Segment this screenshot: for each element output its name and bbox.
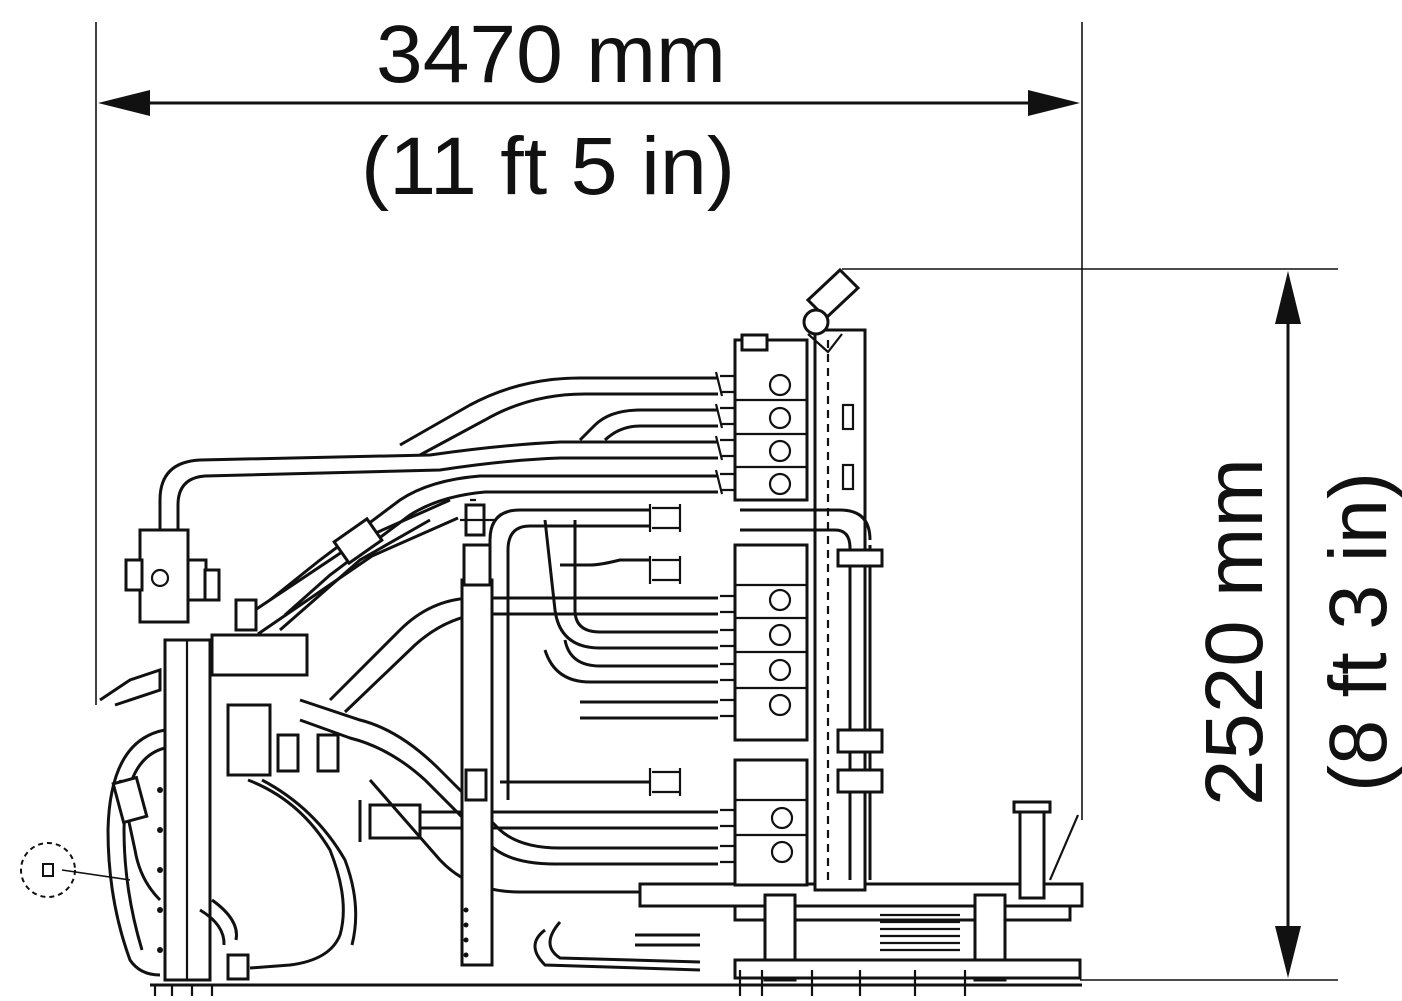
- valve-bank-middle: [733, 543, 809, 742]
- width-metric-label: 3470 mm: [376, 9, 726, 100]
- top-swivel: [802, 267, 861, 354]
- valve-bank-lower: [733, 758, 809, 887]
- drill-rig-side-view: [20, 267, 1084, 996]
- right-vertical-pipe: [740, 508, 884, 880]
- height-arrow-bottom: [1275, 926, 1301, 978]
- left-control-block: [124, 528, 309, 777]
- height-dimension: 2520 mm (8 ft 3 in): [842, 268, 1402, 981]
- height-metric-label: 2520 mm: [1189, 458, 1280, 806]
- height-imperial-label: (8 ft 3 in): [1313, 472, 1402, 792]
- left-frame: [153, 638, 214, 996]
- left-hose-reel: [99, 667, 358, 981]
- main-beam: [813, 328, 867, 892]
- diagonal-tubes: [239, 498, 459, 636]
- remote-control-symbol: [20, 842, 131, 898]
- valve-bank-upper: [733, 333, 809, 502]
- height-arrow-top: [1275, 271, 1301, 324]
- width-arrow-right: [1028, 90, 1080, 116]
- right-post: [1018, 806, 1046, 900]
- right-post-cap: [1012, 800, 1052, 814]
- width-imperial-label: (11 ft 5 in): [361, 121, 735, 212]
- cylinder-hatching: [880, 913, 960, 952]
- lower-fittings: [276, 733, 701, 972]
- beam-slot-1: [841, 403, 855, 431]
- hose-fittings: [648, 371, 735, 864]
- width-dimension: 3470 mm (11 ft 5 in): [95, 9, 1083, 820]
- base-frame-bottom: [733, 958, 1082, 980]
- bottom-rollers: [738, 970, 967, 996]
- hose-bundle-middle: [328, 508, 718, 800]
- hose-bundle-upper: [158, 376, 718, 617]
- beam-slot-2: [841, 463, 855, 491]
- right-post-brace: [1048, 814, 1080, 881]
- width-arrow-left: [98, 90, 150, 116]
- center-mast: [460, 498, 494, 967]
